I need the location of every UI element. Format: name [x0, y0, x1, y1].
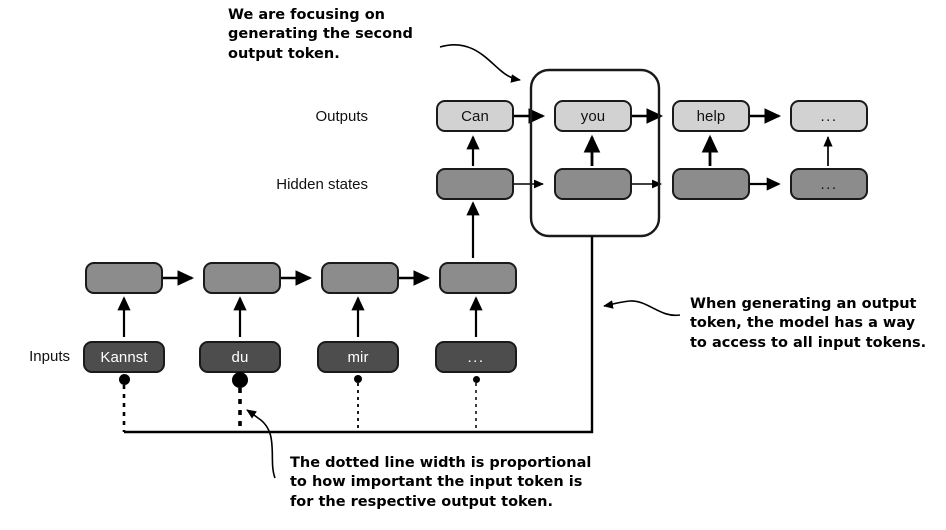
input-label-4: ... [467, 348, 485, 366]
decoder-hidden-box-2[interactable] [554, 168, 632, 200]
decoder-hidden-label-4: ... [820, 175, 838, 193]
annotation-bottom: The dotted line width is proportional to… [290, 455, 592, 510]
decoder-hidden-box-3[interactable] [672, 168, 750, 200]
input-label-1: Kannst [100, 348, 148, 366]
output-box-2[interactable]: you [554, 100, 632, 132]
attention-dot-2 [232, 372, 248, 388]
bottom-annotation-leader [246, 409, 276, 479]
output-label-4: ... [820, 107, 838, 125]
output-label-2: you [580, 107, 606, 125]
decoder-hidden-to-output-arrows [466, 134, 833, 166]
attention-dot-4 [472, 376, 480, 383]
output-label-1: Can [461, 107, 489, 125]
focused-timestep-highlight [529, 68, 661, 238]
encoder-hidden-box-3[interactable] [321, 262, 399, 294]
output-label-3: help [696, 107, 726, 125]
input-box-3[interactable]: mir [317, 341, 399, 373]
annotation-top: We are focusing on generating the second… [228, 7, 413, 62]
input-box-4[interactable]: ... [435, 341, 517, 373]
attention-dot-1 [118, 374, 130, 385]
output-box-4[interactable]: ... [790, 100, 868, 132]
input-box-2[interactable]: du [199, 341, 281, 373]
annotation-right: When generating an output token, the mod… [690, 296, 927, 351]
row-label-hidden-states: Hidden states [276, 176, 368, 193]
input-to-encoder-arrows [117, 296, 483, 337]
right-annotation-leader [603, 300, 681, 317]
encoder-hidden-box-1[interactable] [85, 262, 163, 294]
input-label-3: mir [347, 348, 369, 366]
row-label-outputs: Outputs [315, 108, 368, 125]
attention-dot-3 [354, 375, 362, 383]
attention-dotted-lines [122, 383, 477, 432]
input-box-1[interactable]: Kannst [83, 341, 165, 373]
encoder-hidden-box-4[interactable] [439, 262, 517, 294]
decoder-hidden-box-1[interactable] [436, 168, 514, 200]
input-label-2: du [231, 348, 249, 366]
output-box-3[interactable]: help [672, 100, 750, 132]
top-annotation-leader [439, 44, 521, 83]
row-label-inputs: Inputs [29, 348, 70, 365]
output-box-1[interactable]: Can [436, 100, 514, 132]
encoder-hidden-box-2[interactable] [203, 262, 281, 294]
decoder-hidden-box-4[interactable]: ... [790, 168, 868, 200]
